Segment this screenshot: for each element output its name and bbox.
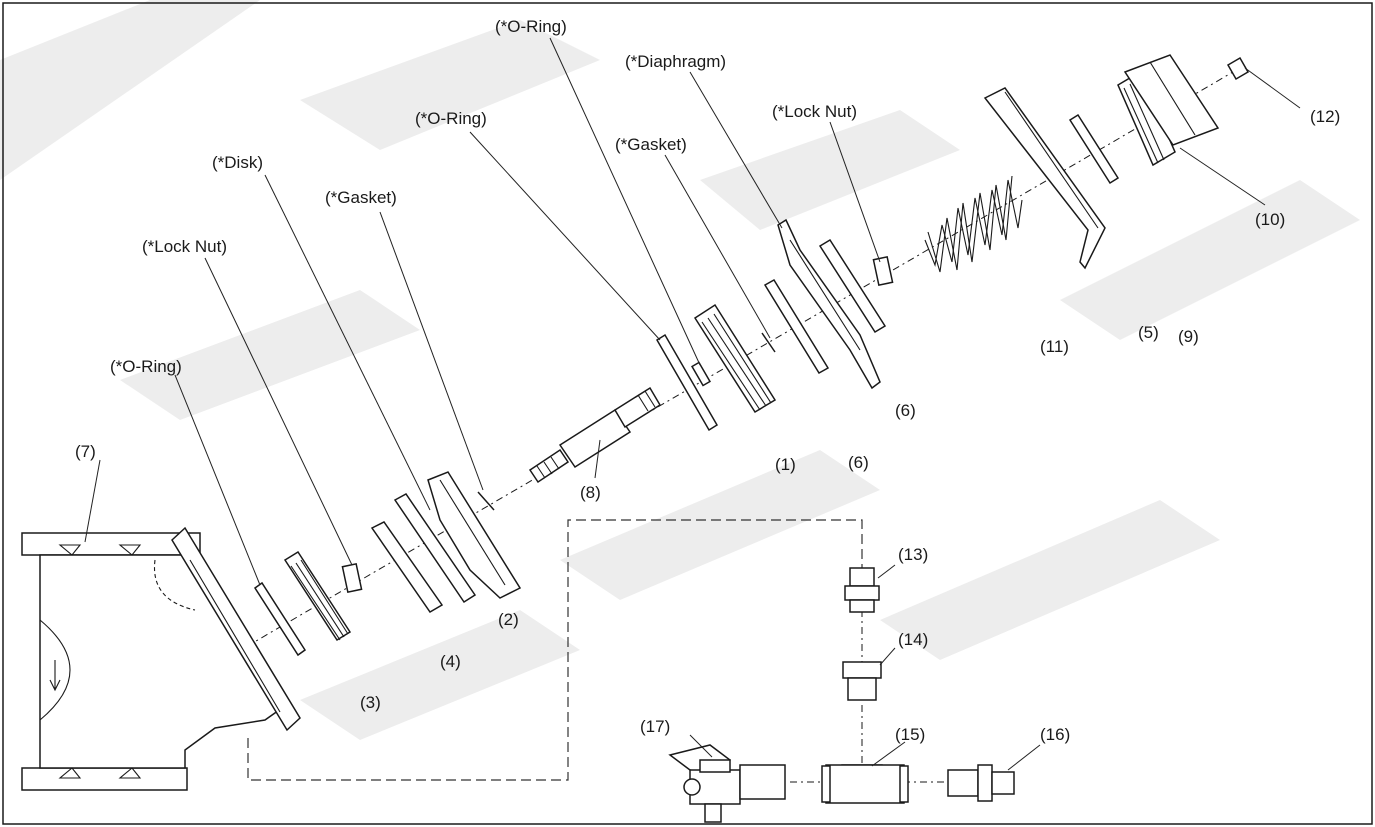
label-lock-nut-upper: (*Lock Nut) (772, 102, 857, 121)
part-12-cap (1226, 56, 1250, 81)
label-diaphragm: (*Diaphragm) (625, 52, 726, 71)
part-8-stem (528, 386, 662, 484)
label-o-ring-main: (*O-Ring) (110, 357, 182, 376)
label-part-13: (13) (898, 545, 928, 564)
label-gasket-upper: (*Gasket) (615, 135, 687, 154)
part-9-gasket (1068, 113, 1120, 185)
part-disk-plate (393, 493, 477, 604)
part-5-bonnet (983, 87, 1106, 270)
label-o-ring-mid: (*O-Ring) (415, 109, 487, 128)
part-17-valve (668, 744, 786, 823)
label-part-10: (10) (1255, 210, 1285, 229)
label-part-5: (5) (1138, 323, 1159, 342)
label-part-1: (1) (775, 455, 796, 474)
part-gasket-small (477, 491, 495, 511)
label-o-ring-top: (*O-Ring) (495, 17, 567, 36)
pilot-tubing (247, 519, 863, 781)
part-diaphragm (777, 218, 881, 390)
label-lock-nut-main: (*Lock Nut) (142, 237, 227, 256)
label-disk: (*Disk) (212, 153, 263, 172)
label-part-6b: (6) (895, 401, 916, 420)
part-gasket-upper-small (761, 332, 776, 353)
label-part-16: (16) (1040, 725, 1070, 744)
part-15-tee (821, 764, 909, 804)
leader-lines (84, 37, 1301, 771)
part-6-plate-lower (763, 278, 830, 375)
label-part-14: (14) (898, 630, 928, 649)
label-part-7: (7) (75, 442, 96, 461)
label-part-11: (11) (1040, 337, 1069, 356)
part-6-plate-upper (818, 238, 887, 334)
label-part-2: (2) (498, 610, 519, 629)
label-part-3: (3) (360, 693, 381, 712)
label-part-4: (4) (440, 652, 461, 671)
part-16-flare-fitting (947, 764, 1015, 802)
callout-labels: (*O-Ring) (*Lock Nut) (*Disk) (*Gasket) … (75, 17, 1340, 744)
part-o-ring-small (691, 361, 711, 387)
part-14-bushing (842, 661, 882, 701)
label-part-15: (15) (895, 725, 925, 744)
label-part-12: (12) (1310, 107, 1340, 126)
part-3-disk-holder (283, 550, 352, 642)
part-lock-nut-lower (341, 562, 363, 594)
part-13-nipple (844, 567, 880, 613)
label-part-17: (17) (640, 717, 670, 736)
part-10-adjusting-screw (1117, 54, 1220, 167)
label-part-6a: (6) (848, 453, 869, 472)
part-11-spring (924, 175, 1023, 273)
label-gasket-main: (*Gasket) (325, 188, 397, 207)
label-part-9: (9) (1178, 327, 1199, 346)
valve-body-7 (21, 526, 301, 791)
part-o-ring-seat (253, 581, 307, 657)
part-o-ring-plate (655, 333, 719, 432)
part-lock-nut-upper (872, 255, 894, 287)
part-2-guide (427, 471, 522, 599)
part-1-piston (693, 303, 777, 414)
label-part-8: (8) (580, 483, 601, 502)
part-4-disk (370, 521, 444, 613)
